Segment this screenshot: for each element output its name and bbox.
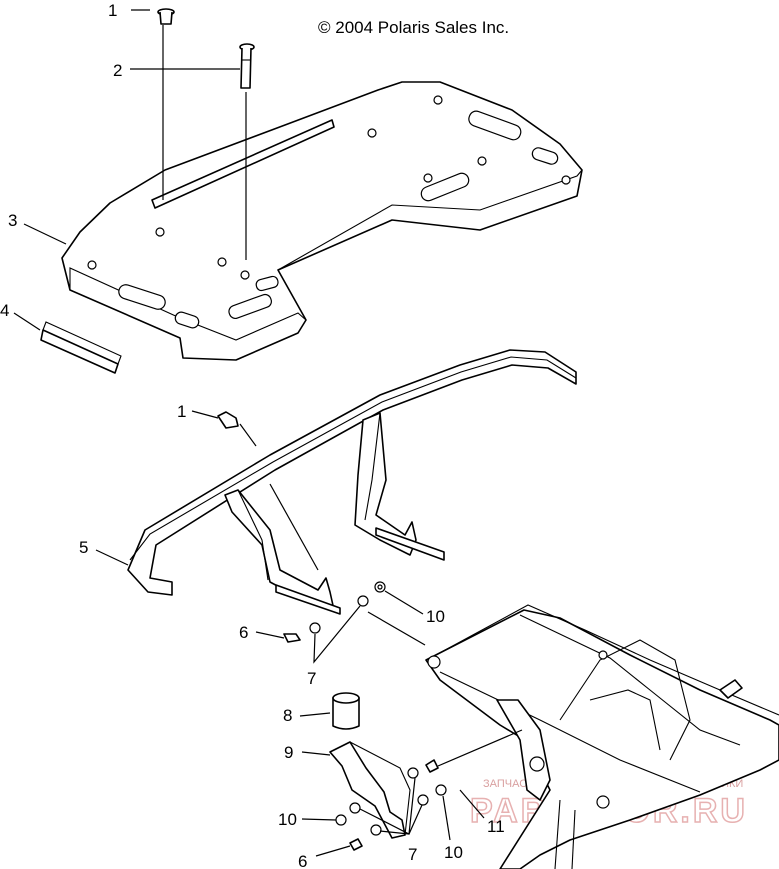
- callout-6-upper: 6: [239, 623, 248, 642]
- callout-1-top: 1: [108, 1, 117, 20]
- callout-10-upper: 10: [426, 607, 445, 626]
- callout-10-lower-right: 10: [444, 843, 463, 862]
- callout-3: 3: [8, 211, 17, 230]
- rack-plate: [61, 81, 583, 361]
- callout-11: 11: [487, 817, 505, 836]
- rail-support-right: [354, 412, 445, 561]
- callout-7-upper: 7: [307, 669, 316, 688]
- screw-mid: [217, 411, 239, 429]
- screw-top: [157, 8, 175, 25]
- callout-10-lower-left: 10: [278, 810, 297, 829]
- copyright-text: © 2004 Polaris Sales Inc.: [318, 18, 509, 37]
- callout-5: 5: [79, 538, 88, 557]
- bushing: [332, 692, 360, 730]
- callout-6-lower: 6: [298, 852, 307, 869]
- callout-8: 8: [283, 706, 292, 725]
- callout-2: 2: [113, 61, 122, 80]
- foam-strip: [40, 321, 122, 374]
- callout-leaders: [13, 9, 485, 857]
- hardware-upper: [283, 581, 386, 643]
- callout-7-lower: 7: [408, 845, 417, 864]
- callout-labels: 1 2 3 4 1 5 6 7 10 8 9 10 6 7 10 11: [0, 1, 505, 869]
- bolt-long: [239, 43, 255, 89]
- callout-1-mid: 1: [177, 402, 186, 421]
- callout-9: 9: [284, 743, 293, 762]
- rack-rail: [127, 349, 577, 596]
- vehicle-frame: [425, 604, 779, 869]
- rail-support-left: [224, 489, 341, 615]
- callout-4: 4: [0, 301, 9, 320]
- mount-bracket: [329, 741, 411, 839]
